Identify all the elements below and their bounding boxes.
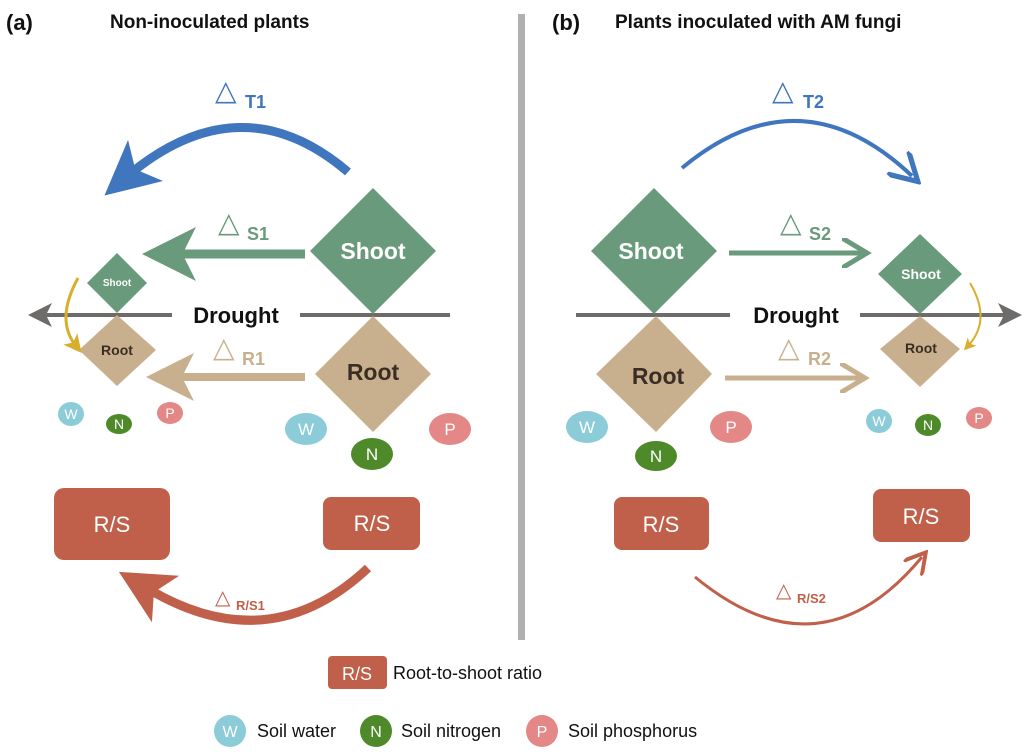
delta-rs-label-a: △ R/S1 bbox=[215, 587, 265, 613]
legend-rs-box-text: R/S bbox=[342, 664, 372, 684]
rs-box-left-a: R/S bbox=[54, 488, 170, 560]
delta-root-label-b: △ R2 bbox=[778, 332, 831, 369]
delta-subscript: S2 bbox=[809, 224, 831, 244]
shoot-label: Shoot bbox=[103, 278, 132, 289]
svg-text:N: N bbox=[114, 416, 124, 432]
svg-text:W: W bbox=[872, 413, 886, 429]
shoot-label: Shoot bbox=[618, 238, 683, 264]
nutrient-water-large-b: W bbox=[566, 411, 608, 443]
delta-shoot-label-b: △ S2 bbox=[780, 207, 831, 244]
reallocation-arrow-a bbox=[63, 277, 82, 354]
panel-b-label: (b) bbox=[552, 10, 580, 35]
root-label: Root bbox=[632, 363, 685, 389]
root-small-a: Root bbox=[79, 315, 156, 386]
svg-text:R/S: R/S bbox=[643, 512, 680, 537]
reallocation-arrow-b bbox=[963, 282, 982, 351]
drought-label-a: Drought bbox=[193, 303, 279, 328]
legend-nitrogen-symbol: N bbox=[370, 724, 382, 741]
drought-label-b: Drought bbox=[753, 303, 839, 328]
panel-b-title: Plants inoculated with AM fungi bbox=[615, 12, 901, 33]
shoot-label: Shoot bbox=[901, 266, 941, 282]
svg-text:W: W bbox=[298, 420, 314, 439]
svg-text:P: P bbox=[444, 420, 455, 439]
root-large-b: Root bbox=[596, 316, 712, 432]
rs-box-right-b: R/S bbox=[873, 489, 970, 542]
delta-total-label-b: △ T2 bbox=[772, 75, 824, 112]
delta-symbol: △ bbox=[772, 75, 794, 106]
nutrient-nitrogen-small-a: N bbox=[106, 414, 132, 434]
delta-total-label-a: △ T1 bbox=[215, 75, 266, 112]
delta-rs-arrow-a bbox=[118, 564, 372, 625]
svg-text:R/S: R/S bbox=[354, 511, 391, 536]
legend-phosphorus-symbol: P bbox=[537, 724, 548, 741]
panel-divider bbox=[518, 14, 525, 640]
delta-shoot-label-a: △ S1 bbox=[218, 207, 269, 244]
nutrient-water-small-b: W bbox=[866, 409, 892, 433]
delta-subscript: R1 bbox=[242, 349, 265, 369]
delta-symbol: △ bbox=[218, 207, 240, 238]
svg-text:P: P bbox=[165, 405, 174, 421]
delta-subscript: R/S1 bbox=[236, 598, 265, 613]
nutrient-phosphorus-large-b: P bbox=[710, 411, 752, 443]
root-label: Root bbox=[347, 359, 400, 385]
root-small-b: Root bbox=[880, 316, 960, 387]
delta-root-label-a: △ R1 bbox=[213, 332, 265, 369]
root-label: Root bbox=[905, 340, 937, 356]
legend-water: W Soil water bbox=[214, 715, 336, 747]
nutrient-nitrogen-large-b: N bbox=[635, 441, 677, 471]
svg-text:P: P bbox=[974, 410, 983, 426]
delta-rs-label-b: △ R/S2 bbox=[776, 580, 826, 606]
nutrient-phosphorus-large-a: P bbox=[429, 413, 471, 445]
legend-phosphorus: P Soil phosphorus bbox=[526, 715, 697, 747]
delta-subscript: S1 bbox=[247, 224, 269, 244]
nutrient-nitrogen-small-b: N bbox=[915, 414, 941, 436]
svg-text:N: N bbox=[366, 445, 378, 464]
root-label: Root bbox=[101, 342, 133, 358]
legend-nitrogen: N Soil nitrogen bbox=[360, 715, 501, 747]
delta-symbol: △ bbox=[778, 332, 800, 363]
delta-subscript: R2 bbox=[808, 349, 831, 369]
rs-box-left-b: R/S bbox=[614, 497, 709, 550]
svg-text:W: W bbox=[64, 406, 78, 422]
delta-symbol: △ bbox=[213, 332, 235, 363]
shoot-small-a: Shoot bbox=[87, 253, 147, 313]
svg-text:P: P bbox=[725, 418, 736, 437]
svg-text:W: W bbox=[579, 418, 595, 437]
nutrient-water-small-a: W bbox=[58, 402, 84, 426]
delta-subscript: R/S2 bbox=[797, 591, 826, 606]
delta-total-arrow-b bbox=[680, 118, 912, 176]
legend-phosphorus-label: Soil phosphorus bbox=[568, 721, 697, 741]
shoot-large-a: Shoot bbox=[310, 188, 436, 314]
legend-water-label: Soil water bbox=[257, 721, 336, 741]
delta-subscript: T2 bbox=[803, 92, 824, 112]
nutrient-nitrogen-large-a: N bbox=[351, 438, 393, 470]
nutrient-phosphorus-small-b: P bbox=[966, 407, 992, 429]
delta-symbol: △ bbox=[780, 207, 802, 238]
root-large-a: Root bbox=[315, 316, 431, 432]
shoot-small-b: Shoot bbox=[878, 234, 962, 314]
legend: R/S Root-to-shoot ratio W Soil water N S… bbox=[214, 656, 697, 747]
delta-symbol: △ bbox=[776, 580, 792, 602]
delta-rs-arrow-b bbox=[694, 557, 922, 626]
legend-nitrogen-label: Soil nitrogen bbox=[401, 721, 501, 741]
svg-text:R/S: R/S bbox=[94, 512, 131, 537]
delta-symbol: △ bbox=[215, 75, 237, 106]
delta-subscript: T1 bbox=[245, 92, 266, 112]
svg-text:R/S: R/S bbox=[903, 504, 940, 529]
shoot-large-b: Shoot bbox=[591, 188, 717, 314]
panel-a-title: Non-inoculated plants bbox=[110, 12, 310, 33]
svg-text:N: N bbox=[923, 417, 933, 433]
rs-box-right-a: R/S bbox=[323, 497, 420, 550]
nutrient-water-large-a: W bbox=[285, 413, 327, 445]
panel-a-label: (a) bbox=[6, 10, 33, 35]
legend-water-symbol: W bbox=[222, 724, 238, 741]
shoot-label: Shoot bbox=[340, 238, 405, 264]
delta-total-arrow-a bbox=[104, 122, 351, 196]
svg-text:N: N bbox=[650, 447, 662, 466]
nutrient-phosphorus-small-a: P bbox=[157, 402, 183, 424]
legend-rs-label: Root-to-shoot ratio bbox=[393, 663, 542, 683]
legend-rs: R/S Root-to-shoot ratio bbox=[328, 656, 542, 689]
delta-symbol: △ bbox=[215, 587, 231, 609]
